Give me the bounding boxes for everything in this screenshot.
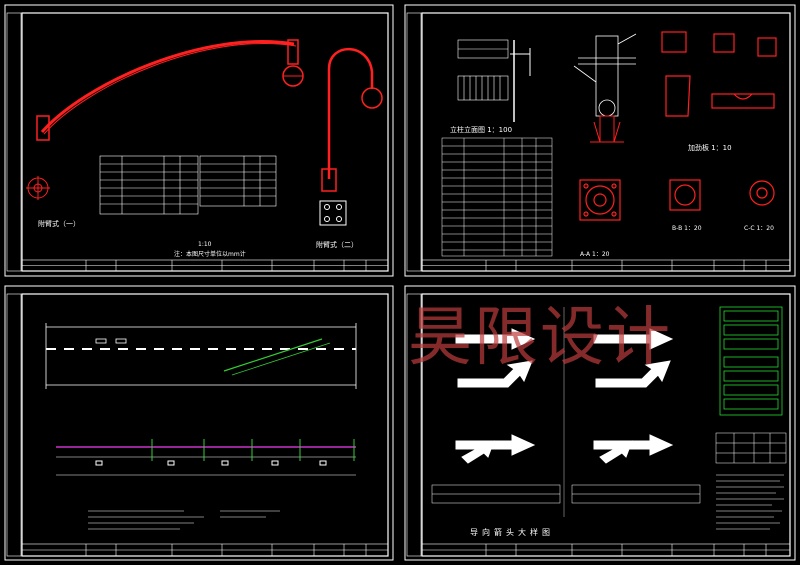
title-block: [21, 259, 389, 272]
label-arm-type-1: 附臂式（一）: [38, 219, 80, 228]
sign-board-bottom: [457, 75, 509, 101]
arrow-straight-left: [455, 328, 536, 350]
dimension-strip-right: [571, 484, 701, 504]
arrow-turn-right: [595, 360, 671, 388]
camera-dome-2: [361, 87, 383, 109]
arrow-straight-turn-right: [593, 434, 674, 464]
flange-detail: [573, 33, 637, 117]
arrow-turn-left: [457, 360, 533, 388]
drawing-sheet-top-right: 立柱立面图 1：100: [404, 4, 796, 277]
curved-arm-type-1: [40, 39, 295, 133]
drawing-sheet-bottom-left: [4, 285, 394, 561]
lane-transition: [223, 338, 323, 372]
label-section-aa: A-A 1：20: [580, 251, 610, 258]
base-plate-right: [319, 200, 347, 226]
arrow-straight-turn-left: [455, 434, 536, 464]
base-detail-red: [590, 115, 624, 143]
material-table-2: [199, 155, 277, 207]
arrow-straight-right: [593, 328, 674, 350]
section-aa: [579, 179, 621, 221]
notes-block: [88, 510, 280, 530]
pole-data-table: [441, 137, 553, 257]
material-table-1: [99, 155, 199, 215]
legend-panel: [719, 306, 783, 416]
drawing-sheet-bottom-right: 导向箭头大样图: [404, 285, 796, 561]
quantity-table: [715, 432, 787, 464]
sign-board-top: [457, 39, 509, 59]
drawing-scale: 1:10: [198, 241, 212, 248]
label-stiffener: 加劲板 1：10: [688, 143, 732, 152]
label-arm-type-2: 附臂式（二）: [316, 240, 358, 249]
drawing-sheet-top-left: 附臂式（一） 附臂式（二） 1:10 注：本图尺寸单位以mm计: [4, 4, 394, 277]
gooseneck-arm-type-2: [327, 47, 374, 179]
dimension-strip-left: [431, 484, 561, 504]
section-bb: [669, 179, 701, 211]
title-block: [421, 543, 791, 557]
road-profile: [56, 439, 356, 476]
title-block: [421, 259, 791, 272]
title-block: [21, 543, 389, 557]
label-pole-elevation: 立柱立面图 1：100: [450, 125, 512, 134]
notes-block: [716, 474, 784, 530]
drawing-title: 导向箭头大样图: [470, 527, 554, 537]
label-section-bb: B-B 1：20: [672, 225, 702, 232]
drawing-note: 注：本图尺寸单位以mm计: [174, 250, 246, 258]
section-cc: [749, 180, 775, 206]
road-plan: [45, 323, 357, 389]
stiffener-plates: [661, 31, 777, 117]
label-section-cc: C-C 1：20: [744, 225, 774, 232]
base-plate-left: [26, 176, 50, 200]
